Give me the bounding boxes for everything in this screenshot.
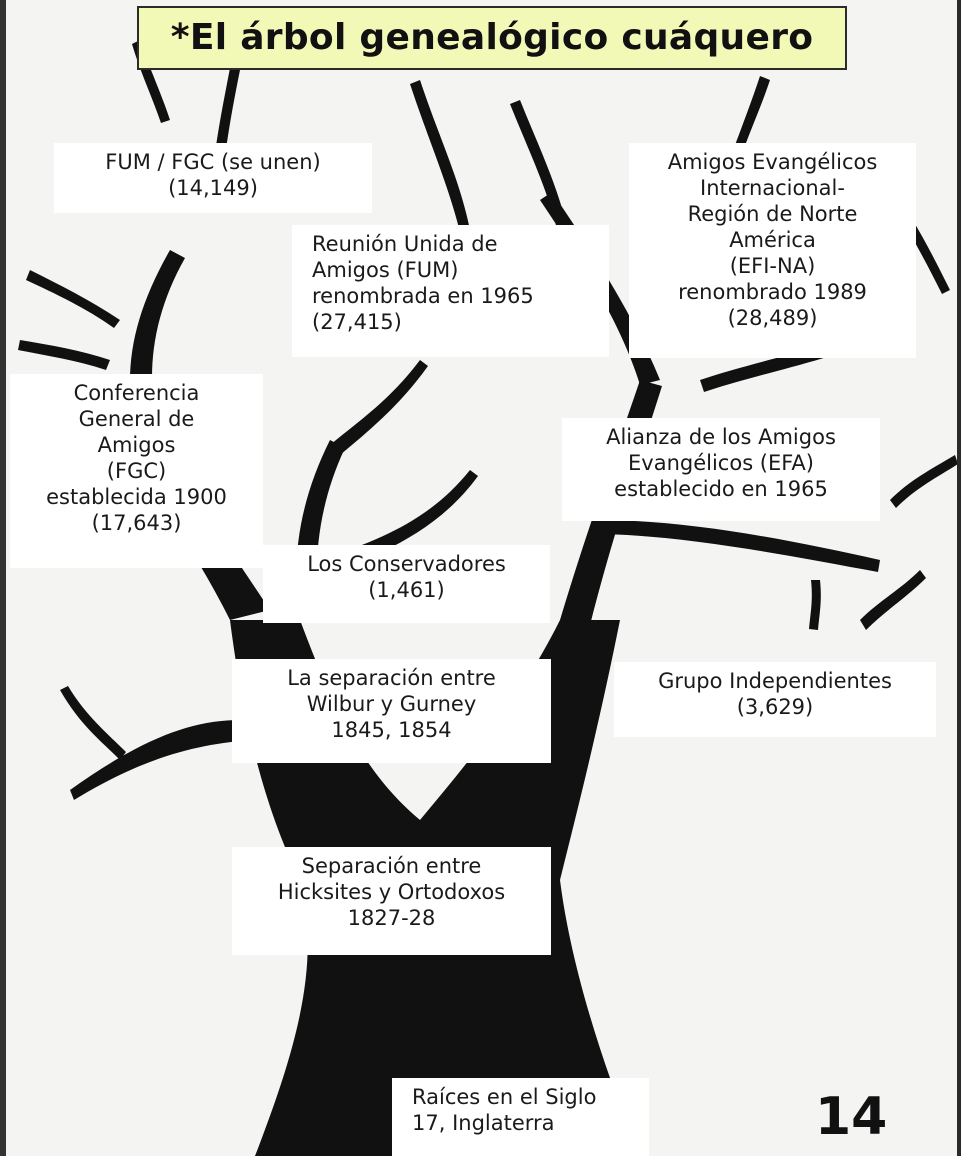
node-fgc: Conferencia General de Amigos (FGC) esta… [10,374,263,568]
node-fum: Reunión Unida de Amigos (FUM) renombrada… [292,225,609,357]
node-wilbur-gurney: La separación entre Wilbur y Gurney 1845… [232,659,551,763]
right-frame-edge [957,0,961,1156]
node-efi-na: Amigos Evangélicos Internacional- Región… [629,143,916,358]
right-twig [860,570,926,630]
trunk-upper [230,620,620,880]
node-conservadores: Los Conservadores (1,461) [263,545,550,623]
center-twig [330,360,428,455]
node-independientes: Grupo Independientes (3,629) [614,662,936,737]
left-side-twig-2 [18,340,110,370]
left-frame-edge [0,0,6,1156]
left-lower-twig [60,686,126,760]
node-hicksites: Separación entre Hicksites y Ortodoxos 1… [232,847,551,955]
top-branch-far-right [731,76,770,160]
right-mid-twig [890,455,958,508]
node-fum-fgc: FUM / FGC (se unen) (14,149) [54,143,372,213]
left-lower-branch [70,720,250,800]
page-title: *El árbol genealógico cuáquero [137,6,847,70]
node-raices: Raíces en el Siglo 17, Inglaterra [392,1078,649,1156]
left-side-twig [26,270,120,328]
top-branch-mid [410,80,470,232]
top-branch-right [510,100,570,242]
page-number: 14 [815,1087,888,1147]
right-branch [600,520,880,572]
right-low-twig [809,580,821,630]
node-efa: Alianza de los Amigos Evangélicos (EFA) … [562,418,880,521]
